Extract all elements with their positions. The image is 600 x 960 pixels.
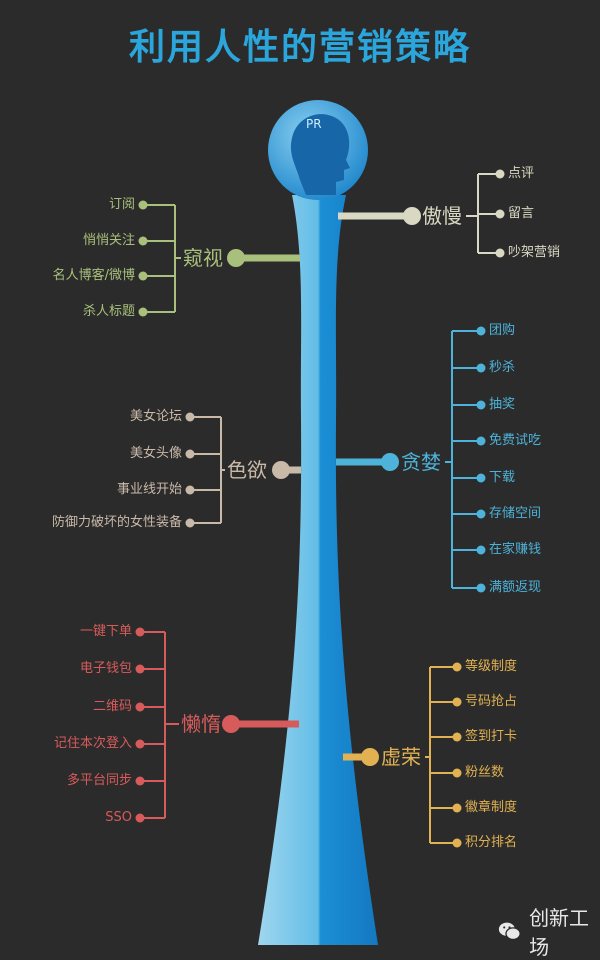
leaf-item: 在家赚钱 bbox=[489, 542, 542, 557]
leaf-item: 满额返现 bbox=[489, 580, 542, 595]
leaf-item: 抽奖 bbox=[489, 397, 516, 412]
branch-label-peep: 窥视 bbox=[183, 246, 223, 270]
watermark-text: 创新工场 bbox=[529, 906, 590, 959]
leaf-dot bbox=[138, 307, 148, 317]
leaf-item: 杀人标题 bbox=[82, 304, 135, 319]
leaf-item: 粉丝数 bbox=[465, 765, 505, 780]
leaf-item: 悄悄关注 bbox=[82, 233, 135, 248]
branch-node bbox=[381, 453, 399, 471]
leaf-dot bbox=[476, 545, 486, 555]
leaf-item: 下载 bbox=[489, 470, 516, 485]
leaf-dot bbox=[185, 412, 195, 422]
leaf-item: 团购 bbox=[489, 323, 516, 338]
leaf-item: 等级制度 bbox=[465, 659, 518, 674]
stem bbox=[258, 195, 378, 945]
leaf-dot bbox=[452, 662, 462, 672]
leaf-item: 存储空间 bbox=[489, 506, 542, 521]
leaf-dot bbox=[135, 627, 145, 637]
leaf-dot bbox=[138, 200, 148, 210]
branch-label-pride: 傲慢 bbox=[422, 204, 462, 228]
branch-label-greed: 贪婪 bbox=[401, 450, 441, 474]
leaf-item: 美女论坛 bbox=[129, 409, 182, 424]
leaf-dot bbox=[138, 271, 148, 281]
leaf-dot bbox=[476, 363, 486, 373]
leaf-item: 订阅 bbox=[108, 197, 135, 212]
leaf-item: 徽章制度 bbox=[465, 800, 518, 815]
leaf-dot bbox=[185, 518, 195, 528]
leaf-item: 吵架营销 bbox=[508, 245, 561, 260]
leaf-item: 记住本次登入 bbox=[53, 736, 132, 751]
branch-node bbox=[227, 249, 245, 267]
branch-node bbox=[222, 715, 240, 733]
leaf-dot bbox=[476, 473, 486, 483]
leaf-dot bbox=[135, 739, 145, 749]
branch-node bbox=[361, 748, 379, 766]
branch-label-sloth: 懒惰 bbox=[181, 712, 221, 736]
wechat-icon bbox=[498, 922, 521, 941]
leaf-item: 签到打卡 bbox=[465, 729, 518, 744]
leaf-dot bbox=[476, 436, 486, 446]
leaf-dot bbox=[476, 400, 486, 410]
leaf-dot bbox=[135, 702, 145, 712]
leaf-item: 免费试吃 bbox=[489, 433, 542, 448]
leaf-item: 美女头像 bbox=[129, 446, 182, 461]
leaf-item: SSO bbox=[105, 810, 132, 825]
branch-label-vanity: 虚荣 bbox=[381, 745, 421, 769]
leaf-dot bbox=[452, 838, 462, 848]
leaf-dot bbox=[476, 326, 486, 336]
branch-node bbox=[272, 461, 290, 479]
leaf-dot bbox=[452, 697, 462, 707]
leaf-dot bbox=[185, 449, 195, 459]
leaf-item: 一键下单 bbox=[79, 624, 132, 639]
leaf-item: 防御力破坏的女性装备 bbox=[51, 515, 182, 530]
watermark: 创新工场 bbox=[498, 902, 600, 960]
leaf-item: 多平台同步 bbox=[66, 773, 132, 788]
branch-node bbox=[403, 207, 421, 225]
head-label: PR bbox=[306, 117, 322, 131]
leaf-item: 事业线开始 bbox=[116, 482, 182, 497]
leaf-item: 留言 bbox=[508, 206, 535, 221]
leaf-dot bbox=[135, 813, 145, 823]
branch-label-lust: 色欲 bbox=[227, 458, 267, 482]
leaf-dot bbox=[138, 236, 148, 246]
leaf-item: 号码抢占 bbox=[465, 694, 518, 709]
leaf-item: 点评 bbox=[508, 166, 535, 181]
leaf-item: 积分排名 bbox=[465, 835, 518, 850]
leaf-dot bbox=[495, 248, 505, 258]
leaf-dot bbox=[452, 803, 462, 813]
leaf-dot bbox=[135, 664, 145, 674]
leaf-item: 名人博客/微博 bbox=[52, 268, 135, 283]
leaf-item: 二维码 bbox=[92, 699, 132, 714]
leaf-dot bbox=[135, 776, 145, 786]
leaf-dot bbox=[476, 583, 486, 593]
leaf-dot bbox=[185, 485, 195, 495]
leaf-item: 电子钱包 bbox=[79, 661, 132, 676]
head-silhouette-icon bbox=[290, 114, 350, 195]
leaf-dot bbox=[452, 732, 462, 742]
leaf-item: 秒杀 bbox=[489, 360, 516, 375]
leaf-dot bbox=[495, 209, 505, 219]
leaf-dot bbox=[452, 768, 462, 778]
leaf-dot bbox=[476, 509, 486, 519]
leaf-dot bbox=[495, 169, 505, 179]
page-title: 利用人性的营销策略 bbox=[128, 27, 471, 68]
